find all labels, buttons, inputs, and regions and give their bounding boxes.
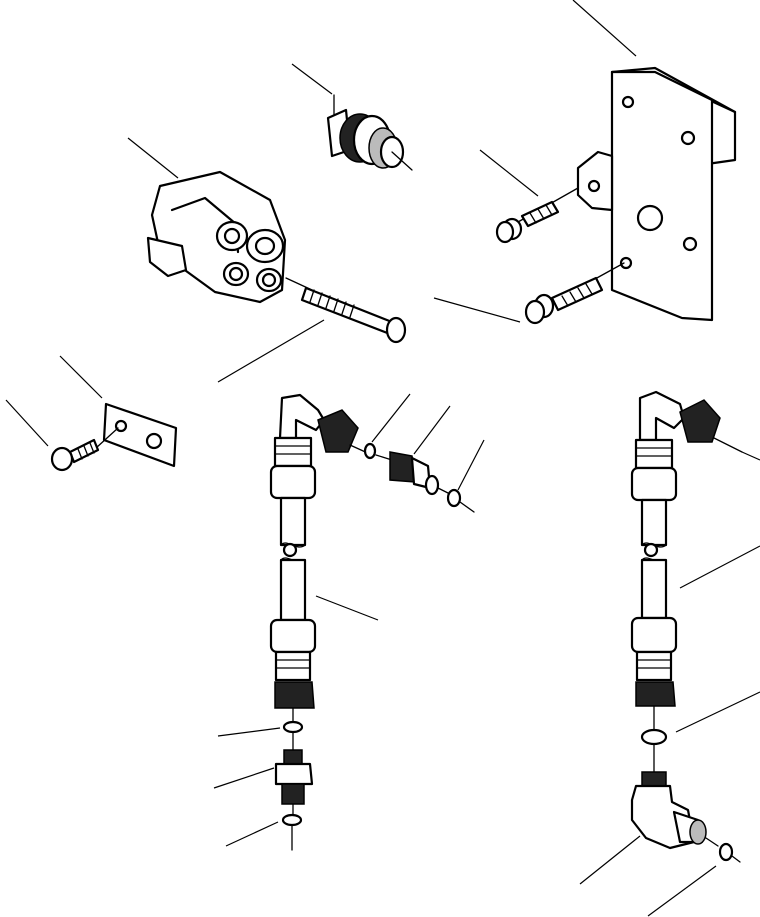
valve-long-bolt: [300, 286, 407, 344]
leader-right-seal-ring-upper: [675, 691, 760, 733]
center-seal-ring-b: [446, 488, 462, 508]
leader-bracket-bolt-lower: [433, 297, 521, 323]
callout-leaders: [5, 0, 760, 917]
leader-small-plate: [59, 355, 103, 399]
leader-valve-long-bolt: [217, 319, 325, 383]
leader-left-hose: [315, 595, 379, 621]
leader-center-seal-ring-a: [371, 393, 411, 443]
leader-small-plate-bolt: [5, 399, 49, 447]
left-hose-assembly: [269, 393, 359, 723]
left-seal-ring-lower: [281, 813, 303, 827]
left-seal-ring-upper: [282, 720, 304, 734]
leader-right-hose: [679, 545, 760, 589]
leader-left-seal-ring-lower: [225, 821, 279, 847]
right-hose-assembly: [630, 390, 743, 731]
leader-left-straight-fitting: [213, 767, 275, 789]
leader-plug: [291, 63, 333, 95]
right-seal-ring-lower: [718, 842, 734, 862]
leader-right-seal-ring-lower: [647, 865, 717, 917]
small-plate: [102, 402, 178, 468]
valve-body: [146, 170, 313, 304]
leader-bracket: [572, 0, 637, 57]
right-seal-ring-upper: [640, 728, 668, 746]
small-plate-bolt: [50, 427, 119, 472]
leader-left-seal-ring-upper: [217, 727, 281, 737]
bracket-bolt-upper: [495, 187, 579, 244]
leader-valve-body: [127, 137, 179, 179]
right-elbow-fitting: [630, 743, 719, 850]
center-seal-ring-a: [363, 442, 377, 460]
leader-center-seal-ring-b: [457, 439, 485, 491]
mounting-bracket: [576, 66, 737, 322]
leader-right-elbow-fitting: [579, 835, 641, 885]
leader-center-fitting: [413, 405, 451, 455]
leader-right-elbow-top: [741, 451, 760, 461]
plug-connector: [326, 94, 413, 171]
center-straight-fitting: [349, 442, 475, 513]
left-straight-fitting: [274, 731, 314, 815]
bracket-bolt-lower: [524, 262, 625, 325]
leader-bracket-bolt-upper: [479, 149, 539, 197]
